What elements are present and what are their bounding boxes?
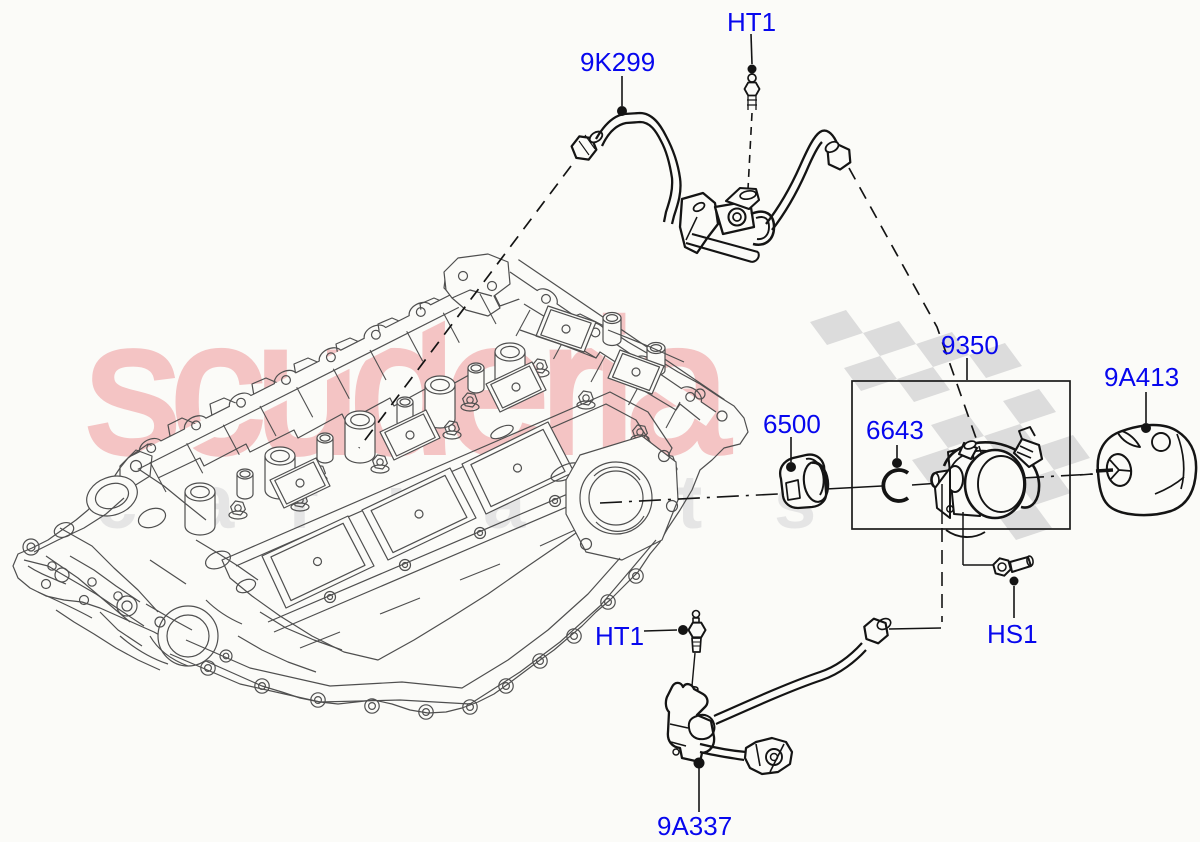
svg-text:6500: 6500	[763, 409, 821, 439]
svg-text:HT1: HT1	[595, 621, 644, 651]
svg-text:9A413: 9A413	[1104, 362, 1179, 392]
svg-text:9K299: 9K299	[580, 47, 655, 77]
svg-text:9A337: 9A337	[657, 811, 732, 841]
svg-text:HS1: HS1	[987, 619, 1038, 649]
svg-text:6643: 6643	[866, 415, 924, 445]
svg-text:HT1: HT1	[727, 7, 776, 37]
svg-text:9350: 9350	[941, 330, 999, 360]
